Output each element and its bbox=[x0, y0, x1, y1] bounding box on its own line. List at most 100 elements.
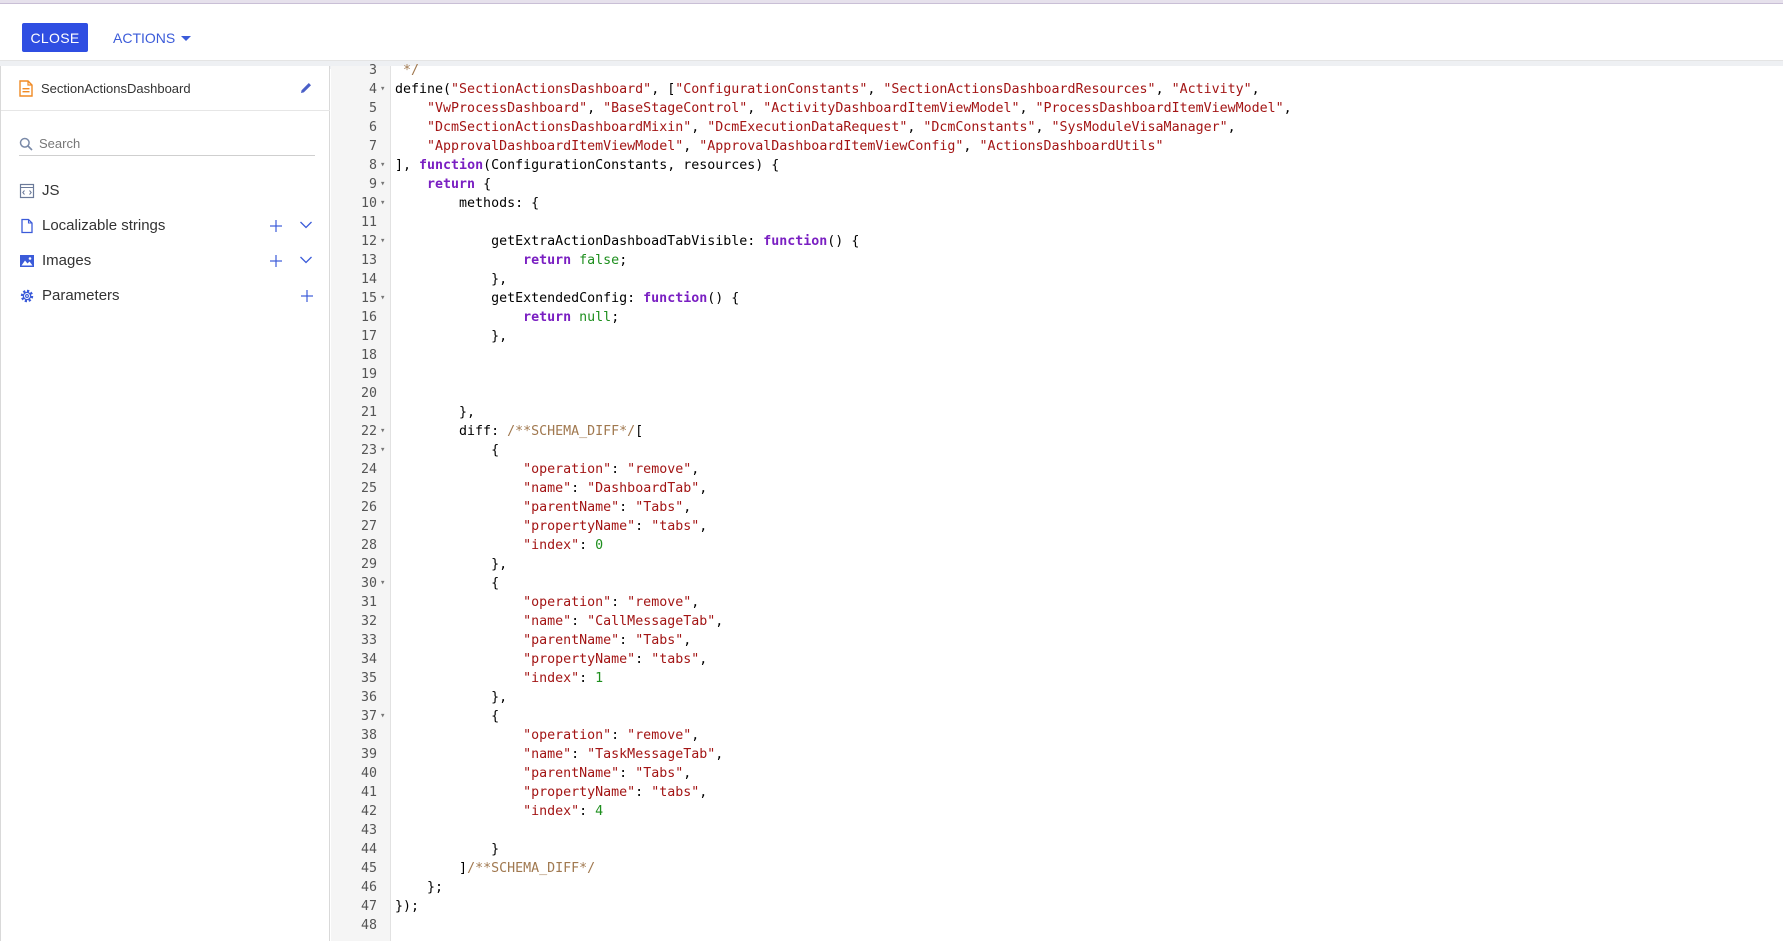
code-text: "parentName": "Tabs", bbox=[523, 500, 692, 515]
fold-arrow-icon[interactable]: ▾ bbox=[380, 236, 386, 246]
line-number: 18 bbox=[360, 348, 377, 363]
sidebar-item-js[interactable]: JS bbox=[1, 176, 330, 206]
line-number: 41 bbox=[360, 785, 377, 800]
code-text: return false; bbox=[523, 253, 628, 268]
line-number: 22 bbox=[360, 424, 377, 439]
line-number: 28 bbox=[360, 538, 377, 553]
code-line: 14 }, bbox=[331, 270, 1783, 289]
line-number: 31 bbox=[360, 595, 377, 610]
code-text: "DcmSectionActionsDashboardMixin", "DcmE… bbox=[427, 120, 1236, 135]
code-text: "ApprovalDashboardItemViewModel", "Appro… bbox=[427, 139, 1164, 154]
code-text: ]/**SCHEMA_DIFF*/ bbox=[395, 861, 596, 876]
fold-arrow-icon[interactable]: ▾ bbox=[380, 711, 386, 721]
line-number: 5 bbox=[368, 101, 377, 116]
code-line: 17 }, bbox=[331, 327, 1783, 346]
line-number: 19 bbox=[360, 367, 377, 382]
code-text: }, bbox=[395, 690, 508, 705]
code-line: 21 }, bbox=[331, 403, 1783, 422]
actions-dropdown-button[interactable]: ACTIONS bbox=[113, 23, 192, 52]
sidebar-item-parameters[interactable]: Parameters bbox=[1, 281, 330, 311]
plus-icon[interactable] bbox=[299, 288, 315, 304]
fold-arrow-icon[interactable]: ▾ bbox=[380, 84, 386, 94]
line-number: 15 bbox=[360, 291, 377, 306]
code-line: 25 "name": "DashboardTab", bbox=[331, 479, 1783, 498]
code-text: }, bbox=[395, 405, 476, 420]
line-number: 35 bbox=[360, 671, 377, 686]
chevron-down-icon[interactable] bbox=[299, 220, 313, 230]
code-text: methods: { bbox=[395, 196, 540, 211]
line-number: 25 bbox=[360, 481, 377, 496]
line-number: 34 bbox=[360, 652, 377, 667]
gear-icon bbox=[20, 289, 34, 303]
code-text: "index": 0 bbox=[523, 538, 604, 553]
code-text: }, bbox=[395, 272, 508, 287]
line-number: 32 bbox=[360, 614, 377, 629]
code-line: 43 bbox=[331, 821, 1783, 840]
code-line: 15▾ getExtendedConfig: function() { bbox=[331, 289, 1783, 308]
code-text: getExtraActionDashboadTabVisible: functi… bbox=[395, 234, 860, 249]
code-text: "operation": "remove", bbox=[523, 462, 700, 477]
pencil-icon[interactable] bbox=[299, 81, 313, 95]
code-text: "propertyName": "tabs", bbox=[523, 519, 708, 534]
code-text: }); bbox=[395, 899, 420, 914]
fold-arrow-icon[interactable]: ▾ bbox=[380, 179, 386, 189]
code-line: 20 bbox=[331, 384, 1783, 403]
code-line: 22▾ diff: /**SCHEMA_DIFF*/[ bbox=[331, 422, 1783, 441]
search-input[interactable] bbox=[39, 136, 299, 151]
code-line: 3 */ bbox=[331, 61, 1783, 80]
code-text: "propertyName": "tabs", bbox=[523, 785, 708, 800]
code-text: "VwProcessDashboard", "BaseStageControl"… bbox=[427, 101, 1292, 116]
fold-arrow-icon[interactable]: ▾ bbox=[380, 445, 386, 455]
code-text: "operation": "remove", bbox=[523, 595, 700, 610]
line-number: 42 bbox=[360, 804, 377, 819]
code-line: 9▾ return { bbox=[331, 175, 1783, 194]
fold-arrow-icon[interactable]: ▾ bbox=[380, 293, 386, 303]
schema-name: SectionActionsDashboard bbox=[41, 81, 191, 96]
sidebar-item-label: Images bbox=[42, 252, 92, 269]
sidebar-item-images[interactable]: Images bbox=[1, 246, 330, 276]
code-line: 47}); bbox=[331, 897, 1783, 916]
line-number: 16 bbox=[360, 310, 377, 325]
line-number: 6 bbox=[368, 120, 377, 135]
plus-icon[interactable] bbox=[268, 253, 284, 269]
code-text: { bbox=[395, 443, 500, 458]
code-text: ], function(ConfigurationConstants, reso… bbox=[395, 158, 780, 173]
line-number: 48 bbox=[360, 918, 377, 933]
code-text: diff: /**SCHEMA_DIFF*/[ bbox=[395, 424, 644, 439]
code-line: 24 "operation": "remove", bbox=[331, 460, 1783, 479]
code-line: 42 "index": 4 bbox=[331, 802, 1783, 821]
fold-arrow-icon[interactable]: ▾ bbox=[380, 578, 386, 588]
line-number: 43 bbox=[360, 823, 377, 838]
code-line: 29 }, bbox=[331, 555, 1783, 574]
top-accent-bar bbox=[0, 0, 1783, 4]
code-text: return { bbox=[427, 177, 492, 192]
code-text: "propertyName": "tabs", bbox=[523, 652, 708, 667]
code-text: "parentName": "Tabs", bbox=[523, 766, 692, 781]
code-editor[interactable]: 3 */4▾define("SectionActionsDashboard", … bbox=[331, 63, 1783, 941]
code-text: "parentName": "Tabs", bbox=[523, 633, 692, 648]
code-line: 31 "operation": "remove", bbox=[331, 593, 1783, 612]
code-line: 18 bbox=[331, 346, 1783, 365]
code-line: 41 "propertyName": "tabs", bbox=[331, 783, 1783, 802]
line-number: 27 bbox=[360, 519, 377, 534]
plus-icon[interactable] bbox=[268, 218, 284, 234]
sidebar-item-localizable-strings[interactable]: Localizable strings bbox=[1, 211, 330, 241]
code-line: 45 ]/**SCHEMA_DIFF*/ bbox=[331, 859, 1783, 878]
actions-label: ACTIONS bbox=[113, 29, 176, 46]
sidebar-item-label: Localizable strings bbox=[42, 217, 166, 234]
code-line: 16 return null; bbox=[331, 308, 1783, 327]
fold-arrow-icon[interactable]: ▾ bbox=[380, 198, 386, 208]
line-number: 14 bbox=[360, 272, 377, 287]
line-number: 26 bbox=[360, 500, 377, 515]
fold-arrow-icon[interactable]: ▾ bbox=[380, 426, 386, 436]
code-line: 11 bbox=[331, 213, 1783, 232]
js-file-icon bbox=[19, 183, 35, 199]
code-line: 8▾], function(ConfigurationConstants, re… bbox=[331, 156, 1783, 175]
document-icon bbox=[21, 218, 33, 234]
chevron-down-icon[interactable] bbox=[299, 255, 313, 265]
code-text: */ bbox=[395, 63, 420, 78]
schema-file-icon bbox=[19, 80, 33, 97]
fold-arrow-icon[interactable]: ▾ bbox=[380, 160, 386, 170]
line-number: 30 bbox=[360, 576, 377, 591]
close-button[interactable]: CLOSE bbox=[22, 23, 88, 52]
